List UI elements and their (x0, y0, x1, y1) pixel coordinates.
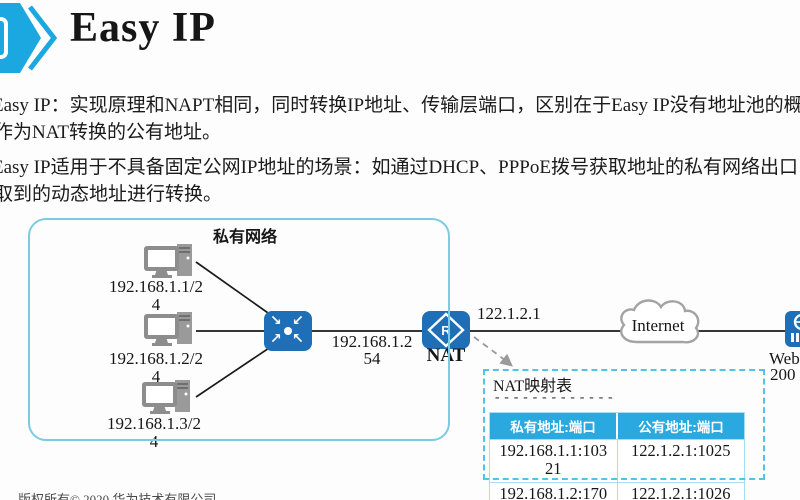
host3-ip-label: 192.168.1.3/2 4 (107, 414, 201, 451)
nat-table-title: NAT映射表 (493, 378, 573, 395)
host1-ip-label: 192.168.1.1/2 4 (109, 277, 203, 314)
copyright-text: 版权所有© 2020 华为技术有限公司 (18, 492, 217, 500)
chevron-banner-icon (0, 3, 58, 73)
web-server-icon (785, 311, 800, 347)
gateway-ip-label: 192.168.1.2 54 (331, 332, 413, 368)
body-paragraph2-line1: Easy IP适用于不具备固定公网IP地址的场景：如通过DHCP、PPPoE拨号… (0, 157, 800, 178)
nat-device-label: NAT (426, 345, 466, 366)
host2-ip-label: 192.168.1.2/2 4 (109, 349, 203, 386)
internet-label: Internet (631, 316, 685, 335)
nat-router-icon: R (422, 311, 470, 349)
desktop-pc-icon (144, 244, 192, 278)
internet-cloud-icon (620, 299, 700, 344)
lan-switch-icon: ↘ ↙ ↗ ↖ (264, 311, 312, 351)
nat-table-row: 192.168.1.1:103 21 122.1.2.1:1025 (490, 439, 744, 482)
nat-table-row: 192.168.1.2:170 87 122.1.2.1:1026 (490, 482, 744, 500)
nat-table-header-private: 私有地址:端口 (490, 413, 616, 439)
web-server-label: Web (769, 349, 800, 368)
nat-table-header-public: 公有地址:端口 (618, 413, 744, 439)
body-paragraph1-line2: 作为NAT转换的公有地址。 (0, 122, 221, 143)
body-paragraph1-line1: Easy IP：实现原理和NAPT相同，同时转换IP地址、传输层端口，区别在于E… (0, 95, 800, 116)
desktop-pc-icon (142, 380, 190, 414)
body-paragraph2-line2: 取到的动态地址进行转换。 (0, 184, 223, 205)
private-network-label: 私有网络 (212, 229, 277, 246)
web-server-ip-label: 200 (770, 365, 796, 384)
public-ip-label: 122.1.2.1 (477, 304, 541, 323)
desktop-pc-icon (144, 312, 192, 346)
nat-table-divider: ------------- (493, 390, 616, 406)
nat-table-pointer-arrow (473, 336, 513, 367)
page-title: Easy IP (70, 5, 216, 51)
nat-mapping-table: 私有地址:端口 公有地址:端口 192.168.1.1:103 21 122.1… (489, 412, 745, 500)
nat-table-header-row: 私有地址:端口 公有地址:端口 (490, 413, 744, 439)
svg-text:R: R (441, 323, 451, 338)
